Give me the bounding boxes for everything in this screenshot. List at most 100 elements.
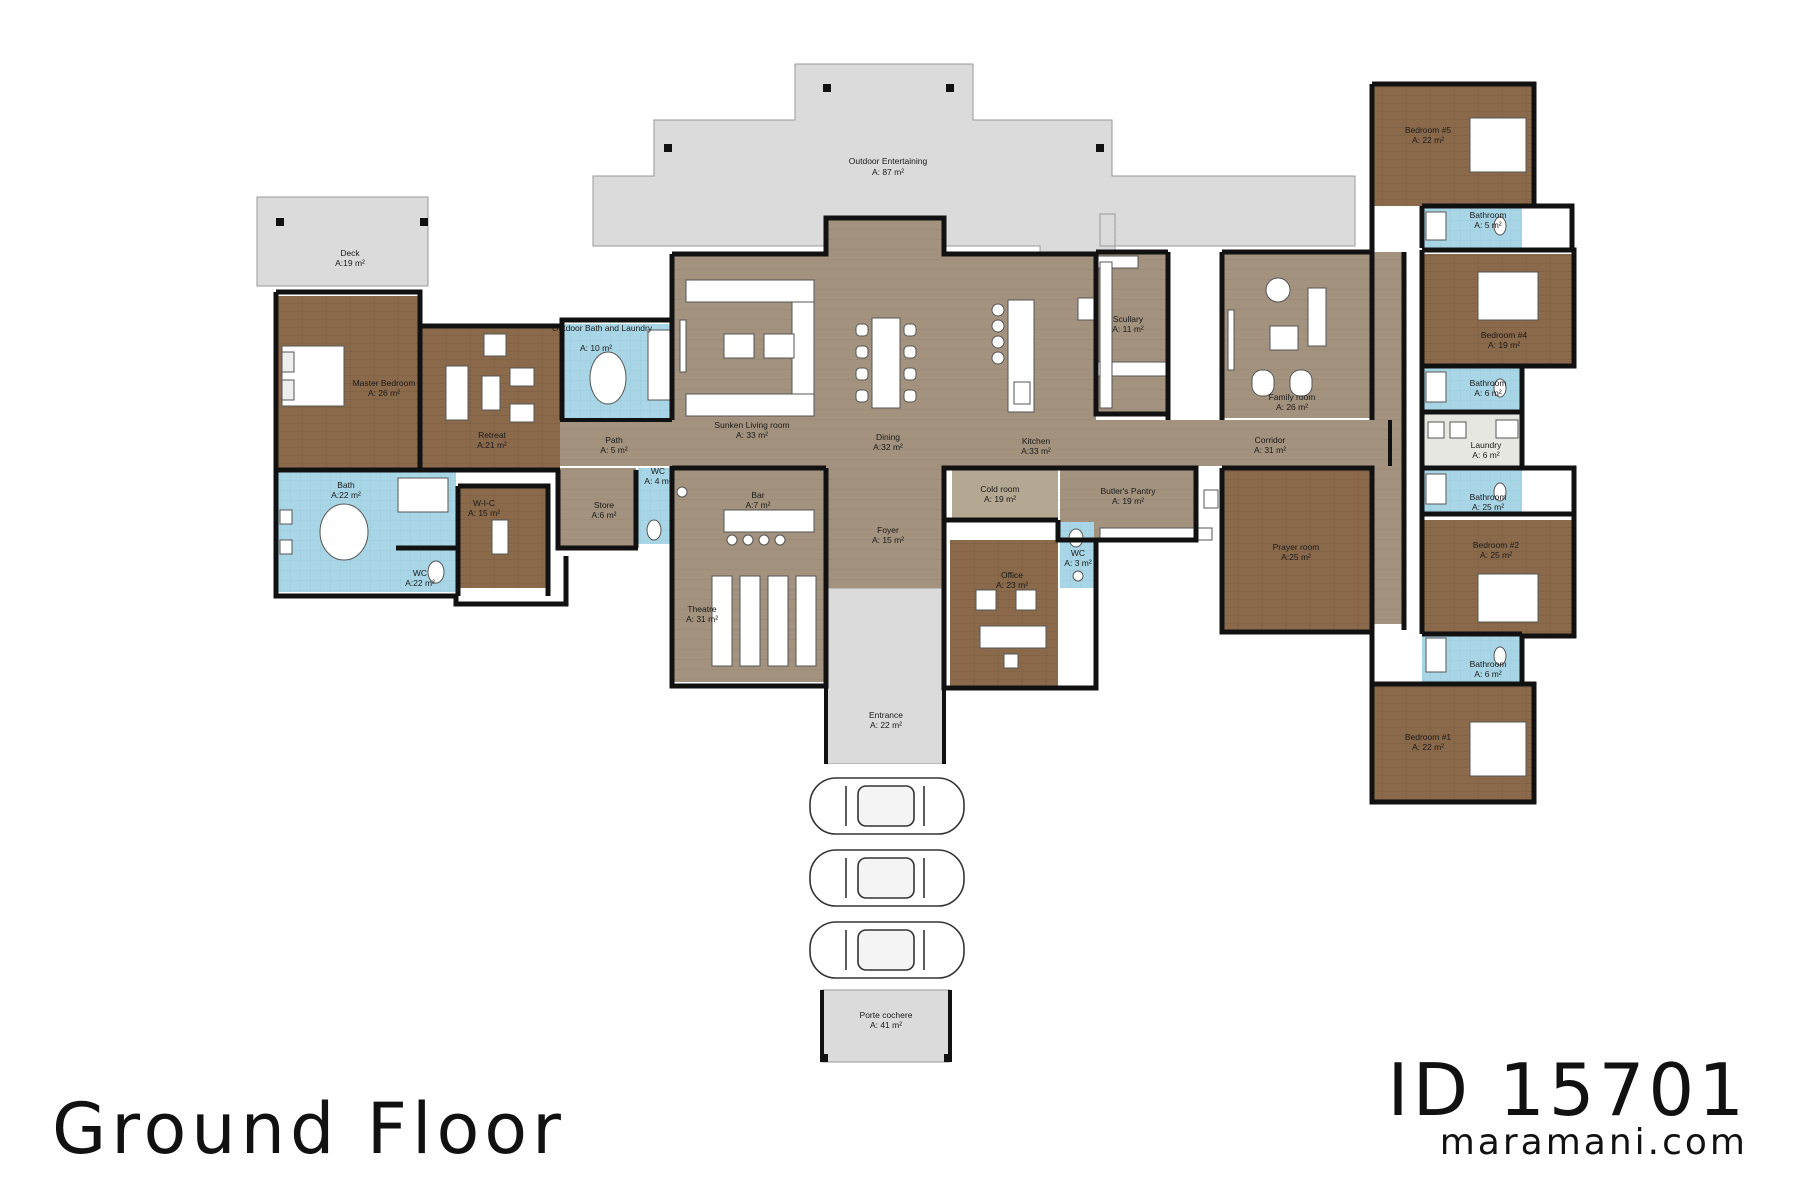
svg-text:A: 19 m²: A: 19 m² [1488, 340, 1520, 350]
label-bedroom-1: Bedroom #1A: 22 m² [1405, 732, 1452, 752]
svg-text:A:6 m²: A:6 m² [591, 510, 616, 520]
bed-1 [1469, 721, 1527, 777]
svg-text:A: 6 m²: A: 6 m² [1474, 669, 1502, 679]
car-3 [809, 921, 965, 979]
label-wc-master: WCA:22 m² [405, 568, 435, 588]
svg-text:A: 31 m²: A: 31 m² [1254, 445, 1286, 455]
svg-text:Bath: Bath [337, 480, 355, 490]
svg-text:A:22 m²: A:22 m² [331, 490, 361, 500]
theatre-seats-3 [767, 575, 789, 667]
theatre-seats-2 [739, 575, 761, 667]
svg-text:Bathroom: Bathroom [1470, 659, 1507, 669]
outdoor-bathtub [589, 351, 627, 405]
furniture [279, 117, 1539, 777]
floor-title: Ground Floor [52, 1088, 566, 1170]
svg-text:A: 6 m²: A: 6 m² [1472, 450, 1500, 460]
svg-text:A:25 m²: A:25 m² [1281, 552, 1311, 562]
svg-text:Bedroom #4: Bedroom #4 [1481, 330, 1528, 340]
walls [273, 81, 1577, 1062]
svg-text:WC: WC [651, 466, 665, 476]
svg-text:Butler's Pantry: Butler's Pantry [1100, 486, 1156, 496]
svg-text:WC: WC [413, 568, 427, 578]
svg-text:Store: Store [594, 500, 615, 510]
svg-text:A: 26 m²: A: 26 m² [368, 388, 400, 398]
master-bathtub [319, 503, 369, 561]
svg-text:Sunken Living room: Sunken Living room [714, 420, 789, 430]
svg-text:A: 33 m²: A: 33 m² [736, 430, 768, 440]
svg-text:A:22 m²: A:22 m² [405, 578, 435, 588]
svg-text:Cold room: Cold room [980, 484, 1019, 494]
svg-text:Bedroom #5: Bedroom #5 [1405, 125, 1452, 135]
svg-text:A:32 m²: A:32 m² [873, 442, 903, 452]
svg-text:Bedroom #2: Bedroom #2 [1473, 540, 1520, 550]
svg-text:A: 3 m²: A: 3 m² [1064, 558, 1092, 568]
svg-text:A: 19 m²: A: 19 m² [1112, 496, 1144, 506]
svg-text:A: 23 m²: A: 23 m² [996, 580, 1028, 590]
svg-text:Scullary: Scullary [1113, 314, 1144, 324]
label-bedroom-4: Bedroom #4A: 19 m² [1481, 330, 1528, 350]
svg-text:A: 15 m²: A: 15 m² [468, 508, 500, 518]
svg-text:Path: Path [605, 435, 623, 445]
family-armchair [1265, 277, 1291, 303]
svg-text:Theatre: Theatre [687, 604, 717, 614]
svg-text:A: 41 m²: A: 41 m² [870, 1020, 902, 1030]
parked-cars [809, 777, 965, 979]
car-1 [809, 777, 965, 835]
svg-text:A: 22 m²: A: 22 m² [870, 720, 902, 730]
living-sofa-top [685, 279, 815, 303]
svg-text:A: 26 m²: A: 26 m² [1276, 402, 1308, 412]
bar-counter [723, 509, 815, 533]
svg-text:W-I-C: W-I-C [473, 498, 495, 508]
svg-text:Kitchen: Kitchen [1022, 436, 1051, 446]
svg-text:A: 6 m²: A: 6 m² [1474, 388, 1502, 398]
svg-text:Bathroom: Bathroom [1470, 378, 1507, 388]
label-wc-office: WCA: 3 m² [1064, 548, 1092, 568]
svg-text:Office: Office [1001, 570, 1023, 580]
svg-text:Bedroom #1: Bedroom #1 [1405, 732, 1452, 742]
svg-text:A: 15 m²: A: 15 m² [872, 535, 904, 545]
svg-text:Laundry: Laundry [1471, 440, 1502, 450]
svg-text:A: 25 m²: A: 25 m² [1480, 550, 1512, 560]
svg-text:Family room: Family room [1269, 392, 1316, 402]
svg-text:Outdoor Entertaining: Outdoor Entertaining [849, 156, 928, 166]
svg-text:A: 87 m²: A: 87 m² [872, 167, 904, 177]
svg-text:A:19 m²: A:19 m² [335, 258, 365, 268]
svg-text:A:7 m²: A:7 m² [745, 500, 770, 510]
car-2 [809, 849, 965, 907]
svg-text:Dining: Dining [876, 432, 900, 442]
bed-5 [1469, 117, 1527, 173]
svg-text:Bar: Bar [751, 490, 764, 500]
svg-text:A: 5 m²: A: 5 m² [1474, 220, 1502, 230]
svg-text:A: 11 m²: A: 11 m² [1112, 324, 1144, 334]
svg-text:Outdoor Bath and Laundry: Outdoor Bath and Laundry [552, 323, 653, 333]
svg-text:Prayer room: Prayer room [1273, 542, 1320, 552]
svg-text:Foyer: Foyer [877, 525, 899, 535]
svg-text:A: 22 m²: A: 22 m² [1412, 135, 1444, 145]
svg-text:Retreat: Retreat [478, 430, 507, 440]
svg-text:A: 4 m²: A: 4 m² [644, 476, 672, 486]
svg-text:Master Bedroom: Master Bedroom [353, 378, 416, 388]
dining-table [871, 317, 901, 409]
